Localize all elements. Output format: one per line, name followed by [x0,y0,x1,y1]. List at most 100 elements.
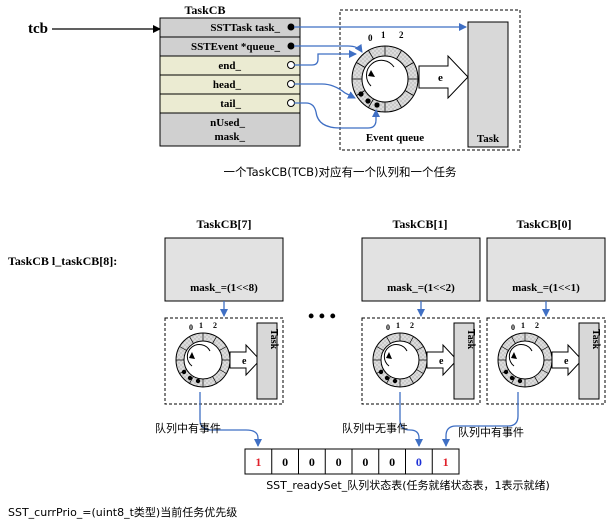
queue-rotation-arrow [508,344,533,367]
event-label: e [439,356,444,367]
queue-rotation-head [511,352,517,359]
queue-slot-divider [416,369,424,374]
arrow-tail-pointer [294,102,380,129]
status-arrow-1 [399,392,423,447]
task-label: Task [477,133,500,145]
pointer-dot-task [287,23,295,31]
queue-task-group-1 [361,317,481,405]
current-prio-caption: SST_currPrio_=(uint8_t类型)当前任务优先级 [8,505,237,519]
block-mask-7: mask_=(1<<8) [190,282,258,294]
ready-bit-3: 0 [362,455,368,469]
queue-slot-divider [189,376,194,384]
queue-index-2: 2 [213,321,217,330]
task-label: Task [268,329,279,350]
ready-set-table: 1 0 0 0 0 0 0 1 [244,448,460,475]
queue-event-dot [517,378,523,384]
queue-index-2: 2 [399,30,404,40]
struct-title: TaskCB [185,3,226,17]
queue-event-dot [392,378,398,384]
queue-event-dot [378,369,384,375]
event-queue-ring: 0 1 2 [351,30,419,113]
status-arrows [199,392,519,447]
queue-event-dot [187,375,193,381]
taskcb-blocks: mask_=(1<<8) mask_=(1<<2) mask_=(1<<1) [164,237,606,302]
pointer-arrows [294,23,467,129]
top-caption: 一个TaskCB(TCB)对应有一个队列和一个任务 [224,165,457,179]
pointer-dot-end [287,61,295,69]
event-label: e [242,356,247,367]
queue-slot-divider [511,376,516,384]
task-label: Task [465,329,476,350]
event-flow-arrow [418,54,469,100]
queue-rotation-arrow [383,344,408,367]
queue-slot-divider [386,336,391,344]
event-flow-arrow [426,343,458,377]
struct-taskcb: SSTTask task_ SSTEvent *queue_ end_ head… [159,17,301,147]
ready-bit-0: 1 [443,455,449,469]
field-nused: nUsed_ [210,117,245,129]
ready-bit-7: 1 [255,455,261,469]
queue-ring-inner [380,340,420,380]
queue-ring-inner [183,340,223,380]
ready-bit-5: 0 [309,455,315,469]
field-tail: tail_ [220,98,241,110]
queue-slot-divider [376,346,384,351]
field-box-nused-mask [159,112,301,147]
event-label: e [438,72,443,84]
queue-rotation-head [368,70,375,77]
queue-slot-divider [511,336,516,344]
event-label: e [564,356,569,367]
queue-rotation-head [386,352,392,359]
queue-slot-divider [534,336,539,344]
taskcb-block-0 [486,237,606,302]
field-queue: SSTEvent *queue_ [191,41,280,53]
arrow-end-pointer [294,50,357,66]
pointer-dot-tail [287,99,295,107]
block-down-arrows [220,301,550,317]
status-label-0: 队列中有事件 [458,425,524,439]
queue-event-dot [384,375,390,381]
arrow-head-pointer [294,83,356,99]
queue-slot-divider [416,346,424,351]
status-arrow-0 [442,392,519,447]
queue-ring-inner [505,340,545,380]
queue-task-group-7 [164,317,284,405]
queue-index-1: 1 [199,321,203,330]
queue-event-dot [509,375,515,381]
ellipsis: • • • [308,306,336,326]
queue-slot-divider [501,346,509,351]
queue-index-0: 0 [511,323,515,332]
queue-task-group [339,9,521,151]
queue-event-dot [181,369,187,375]
field-task: SSTTask task_ [210,22,280,34]
field-head: head_ [213,79,242,91]
queue-event-dot [358,91,364,97]
queue-slot-divider [212,376,217,384]
field-end: end_ [218,60,241,72]
queue-index-1: 1 [396,321,400,330]
queue-event-dot [503,369,509,375]
queue-slot-divider [409,336,414,344]
queue-slot-divider [219,346,227,351]
ready-bit-1: 0 [416,455,422,469]
block-mask-1: mask_=(1<<2) [387,282,455,294]
status-label-1: 队列中无事件 [342,421,408,435]
ready-bit-2: 0 [389,455,395,469]
block-title-0: TaskCB[0] [517,217,572,231]
ready-bit-4: 0 [336,455,342,469]
arrow-queue-pointer [294,43,363,53]
queue-rotation-arrow [186,344,211,367]
queue-index-1: 1 [381,30,386,40]
task-box [578,322,600,400]
queue-index-0: 0 [189,323,193,332]
ready-bit-6: 0 [282,455,288,469]
queue-rotation-arrow [366,59,395,87]
queue-ring-inner [361,55,409,103]
queue-caption: Event queue [366,132,424,144]
block-title-1: TaskCB[1] [393,217,448,231]
